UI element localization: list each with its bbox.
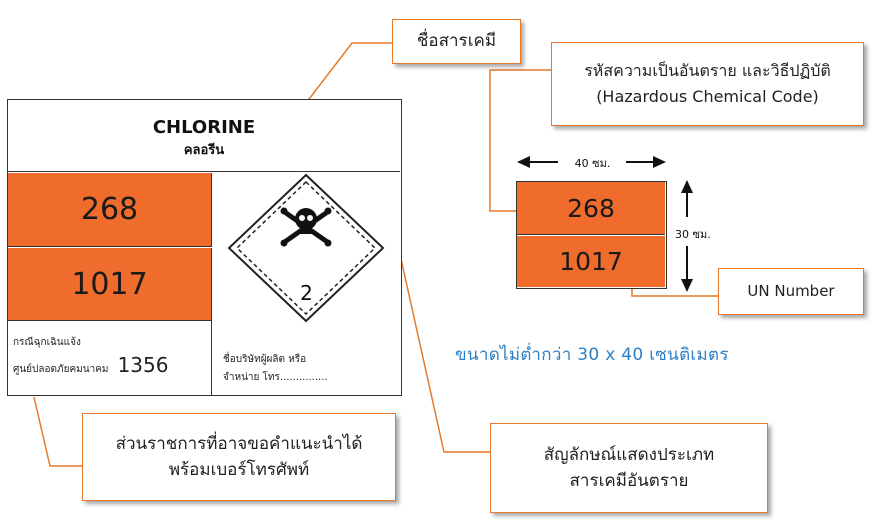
agency-callout-line-2: พร้อมเบอร์โทรศัพท์ xyxy=(168,460,310,480)
leader-agency xyxy=(33,396,82,467)
minimum-size-note: ขนาดไม่ต่ำกว่า 30 x 40 เซนติเมตร xyxy=(455,345,729,365)
leader-symbol xyxy=(394,231,490,453)
plate-height-label: 30 ซม. xyxy=(675,228,711,241)
label-name-section: CHLORINE คลอรีน xyxy=(8,100,400,172)
plate-hazard-code-panel: 268 xyxy=(517,182,665,235)
plate-un-number: 1017 xyxy=(559,247,623,276)
leader-code xyxy=(489,69,551,212)
hazard-symbol-callout-line-1: สัญลักษณ์แสดงประเภท xyxy=(543,444,715,465)
un-number-value: 1017 xyxy=(71,266,148,302)
agency-callout: ส่วนราชการที่อาจขอคำแนะนำได้ พร้อมเบอร์โ… xyxy=(82,413,396,501)
hazard-code-panel: 268 xyxy=(8,173,212,247)
chemical-name-en: CHLORINE xyxy=(152,117,256,138)
company-line-1: ชื่อบริษัทผู้ผลิต หรือ xyxy=(223,354,307,365)
chemical-label: CHLORINE คลอรีน 268 1017 กรณีฉุกเฉินแจ้ง… xyxy=(7,99,402,396)
toxic-gas-diamond-icon xyxy=(227,173,385,323)
height-dimension-arrow xyxy=(681,180,693,292)
agency-callout-line-1: ส่วนราชการที่อาจขอคำแนะนำได้ xyxy=(115,433,363,454)
skull-crossbones-icon xyxy=(280,207,332,247)
company-info-section: ชื่อบริษัทผู้ผลิต หรือ จำหน่าย โทร......… xyxy=(213,325,400,395)
emergency-contact-section: กรณีฉุกเฉินแจ้ง ศูนย์ปลอดภัยคมนาคม 1356 xyxy=(8,320,212,395)
hazard-code-value: 268 xyxy=(80,192,139,227)
hazard-symbol-section: 2 xyxy=(213,173,400,325)
chemical-name-callout-text: ชื่อสารเคมี xyxy=(416,31,497,52)
emergency-phone: 1356 xyxy=(117,353,169,377)
leader-un-number xyxy=(631,288,718,297)
un-number-callout-text: UN Number xyxy=(747,281,835,300)
width-dimension-arrow xyxy=(517,156,666,168)
plate-width-label: 40 ซม. xyxy=(574,157,611,170)
company-line-2: จำหน่าย โทร............... xyxy=(223,372,328,383)
un-number-panel: 1017 xyxy=(8,248,212,320)
leader-chemical-name xyxy=(292,42,392,121)
orange-plate: 268 1017 xyxy=(516,181,667,289)
hazard-symbol-callout-line-2: สารเคมีอันตราย xyxy=(569,471,689,491)
hazard-code-callout: รหัสความเป็นอันตราย และวิธีปฏิบัติ (Haza… xyxy=(551,42,864,126)
plate-hazard-code: 268 xyxy=(567,193,615,223)
emergency-line-1: กรณีฉุกเฉินแจ้ง xyxy=(13,337,81,348)
chemical-name-callout: ชื่อสารเคมี xyxy=(392,19,521,64)
plate-un-number-panel: 1017 xyxy=(517,236,665,287)
hazard-symbol-callout: สัญลักษณ์แสดงประเภท สารเคมีอันตราย xyxy=(490,423,768,513)
hazard-class-number: 2 xyxy=(300,281,313,305)
hazard-code-callout-title: รหัสความเป็นอันตราย และวิธีปฏิบัติ xyxy=(584,61,831,81)
emergency-line-2: ศูนย์ปลอดภัยคมนาคม xyxy=(13,364,109,375)
chemical-name-th: คลอรีน xyxy=(183,143,225,158)
un-number-callout: UN Number xyxy=(718,268,864,315)
hazard-code-callout-subtitle: (Hazardous Chemical Code) xyxy=(596,87,819,106)
